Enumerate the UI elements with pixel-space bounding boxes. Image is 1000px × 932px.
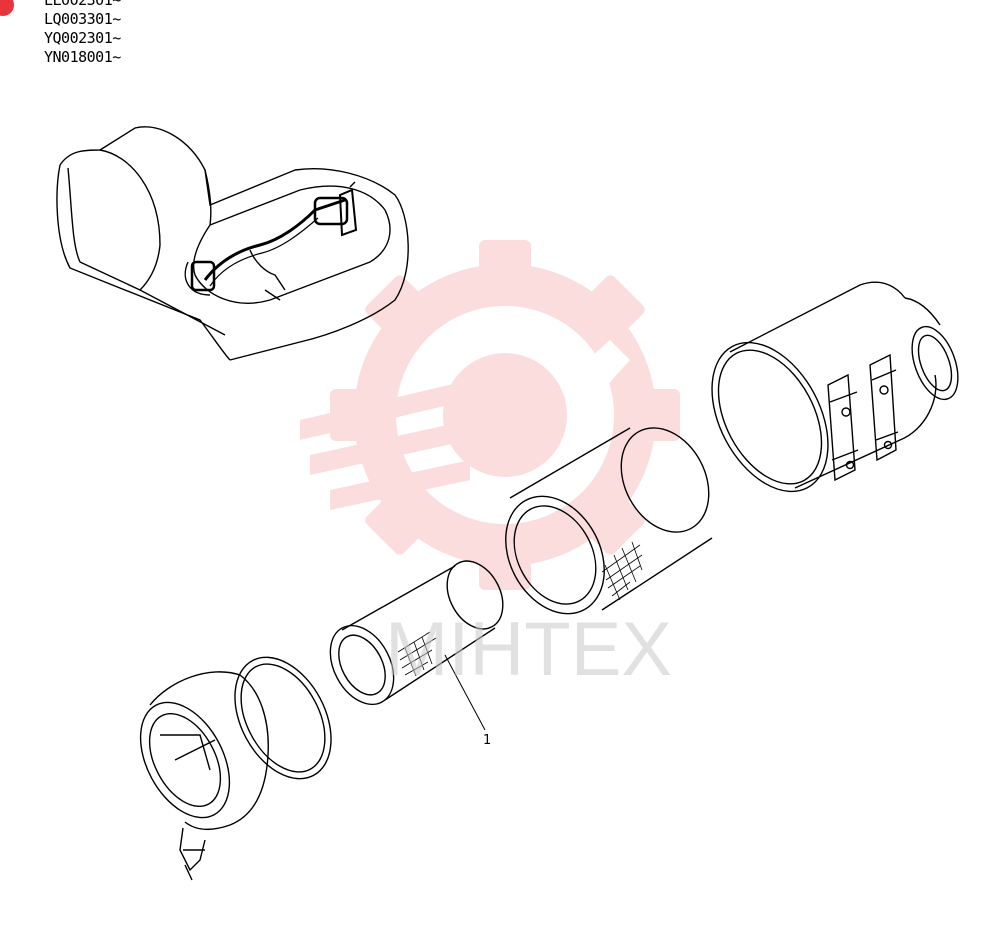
watermark-text: MIHTEX [385, 607, 672, 692]
serial-number: LL002301~ [44, 0, 121, 9]
watermark-wrench-icon [560, 340, 630, 410]
watermark-gear-icon [300, 240, 680, 590]
engine-hood-assembly [56, 126, 409, 361]
air-cleaner-housing [711, 281, 959, 493]
serial-number: YQ002301~ [44, 29, 121, 47]
serial-number-list: LL002301~ LQ003301~ YQ002301~ YN018001~ [44, 0, 121, 67]
o-ring [234, 656, 332, 780]
outer-element-mesh [601, 541, 643, 601]
air-filter-outer-element [505, 427, 713, 615]
corner-marker-icon [0, 0, 14, 16]
callout-1: 1 [444, 654, 491, 748]
inner-element-mesh [397, 631, 437, 677]
end-cap-with-dust-valve [139, 671, 269, 881]
air-filter-inner-element [329, 560, 504, 706]
watermark-speed-lines [300, 380, 470, 510]
callout-label: 1 [483, 733, 491, 748]
serial-number: LQ003301~ [44, 10, 121, 28]
serial-number: YN018001~ [44, 48, 121, 66]
